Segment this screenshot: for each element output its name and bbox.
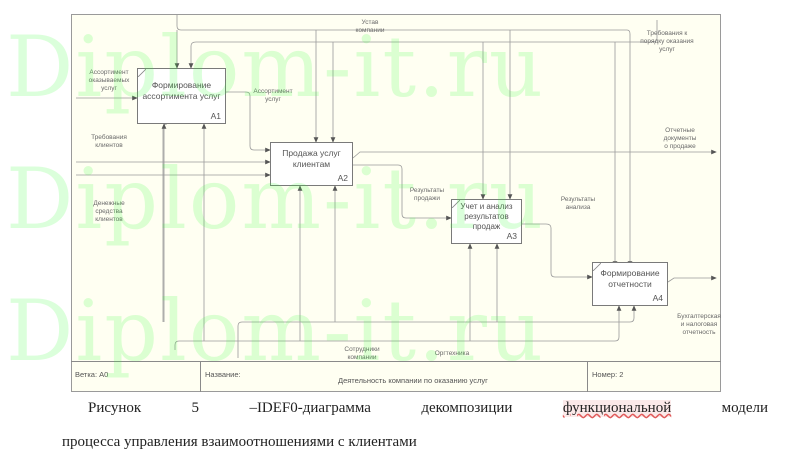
arrow-label-trebovaniya-klientov: Требования клиентов [91, 134, 127, 149]
caption-word: Рисунок [88, 400, 142, 416]
arrow-label-assortiment-uslug: Ассортимент услуг [253, 88, 293, 103]
figure-caption-line2: процесса управления взаимоотношениями с … [62, 434, 417, 450]
function-box-a1[interactable]: Формирование ассортимента услуг A1 [137, 68, 226, 124]
arrow-label-rezultaty-prodazhi: Результаты продажи [409, 187, 445, 202]
arrow-label-rezultaty-analiza: Результаты анализа [560, 196, 596, 211]
box-number: A2 [337, 173, 348, 183]
arrow-label-assortiment-okazyvaemyh: Ассортимент оказываемых услуг [88, 69, 130, 92]
footer-name-label: Название: [201, 362, 588, 392]
box-number: A3 [506, 231, 517, 241]
box-corner-mark [138, 69, 146, 77]
function-box-a2[interactable]: Продажа услуг клиентам A2 [270, 142, 353, 186]
arrow-label-ustav: Устав компании [355, 19, 385, 34]
footer-number: Номер: 2 [592, 370, 624, 379]
caption-word-spellcheck[interactable]: функциональной [562, 400, 672, 417]
box-number: A1 [210, 111, 221, 121]
arrow-label-trebovaniya-poryadok: Требования к порядку оказания услуг [640, 30, 694, 53]
caption-word: 5 [191, 400, 200, 416]
caption-word: декомпозиции [421, 400, 513, 416]
box-corner-mark [452, 200, 460, 208]
function-box-a4[interactable]: Формирование отчетности A4 [592, 262, 668, 306]
arrow-label-sotrudniki: Сотрудники компании [344, 346, 380, 361]
arrow-label-buhgalterskaya: Бухгалтерская и налоговая отчетность [677, 313, 721, 336]
function-box-a3[interactable]: Учет и анализ результатов продаж A3 [451, 199, 522, 244]
caption-word: модели [721, 400, 768, 416]
arrow-label-denezhnye-sredstva: Денежные средства клиентов [93, 200, 125, 223]
box-number: A4 [652, 293, 663, 303]
box-title: Учет и анализ результатов продаж [460, 201, 513, 231]
box-title: Формирование ассортимента услуг [142, 80, 221, 101]
box-corner-mark [593, 263, 601, 271]
arrow-label-orgtehnika: Оргтехника [434, 350, 470, 357]
arrow-label-otchetnye-dokumenty: Отчетные документы о продаже [663, 127, 697, 150]
diagram-footer: Ветка: A0 Название: Номер: 2 [71, 361, 721, 392]
box-title: Формирование отчетности [600, 268, 660, 289]
page-top-margin [0, 0, 786, 14]
figure-caption-line1: Рисунок 5 –IDEF0-диаграмма декомпозиции … [88, 400, 768, 417]
footer-branch: Ветка: A0 [71, 362, 201, 392]
box-title: Продажа услуг клиентам [282, 148, 341, 169]
caption-word: –IDEF0-диаграмма [249, 400, 371, 416]
footer-name-value: Деятельность компании по оказанию услуг [338, 376, 488, 385]
